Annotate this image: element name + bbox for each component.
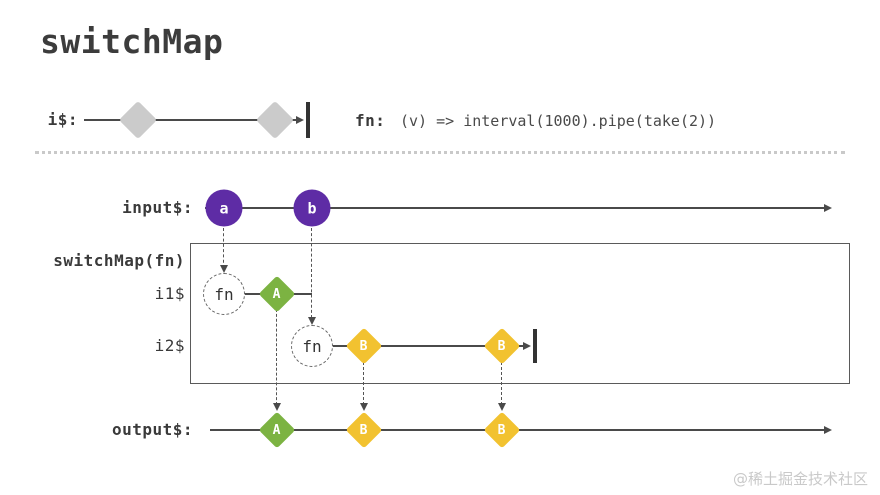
fn-code: (v) => interval(1000).pipe(take(2)) (400, 112, 717, 130)
arrow-down-icon (307, 317, 316, 325)
arrow-down-icon (219, 265, 228, 273)
source-stream-label: i$: (47, 110, 78, 129)
inner-stream-1-label: i1$ (154, 284, 185, 303)
dashed-connector-a-to-fn (223, 228, 224, 268)
fn-subscribe-circle-2: fn (291, 325, 333, 367)
output-marble-B1: B (345, 411, 383, 449)
dashed-connector-b-to-fn (311, 228, 312, 318)
page-title: switchMap (40, 22, 224, 61)
dashed-connector-A-to-output (276, 309, 277, 405)
marble-value: B (498, 338, 506, 354)
fn-subscribe-circle-1: fn (203, 273, 245, 315)
operator-box (190, 243, 850, 384)
fn-circle-label: fn (302, 336, 322, 356)
output-stream-label: output$: (111, 420, 193, 439)
input-stream-timeline (205, 207, 824, 209)
arrow-right-icon (824, 203, 832, 212)
marble-value: B (498, 422, 506, 438)
source-marble-1 (118, 100, 158, 140)
operator-box-label: switchMap(fn) (53, 251, 185, 270)
arrow-right-icon (523, 341, 531, 350)
marble-value: b (307, 199, 317, 217)
marble-value: B (360, 422, 368, 438)
input-stream-label: input$: (122, 198, 193, 217)
arrow-down-icon (497, 403, 506, 411)
marble-value: a (219, 199, 229, 217)
source-complete-bar (306, 102, 310, 138)
inner-stream-2-label: i2$ (154, 336, 185, 355)
marble-value: A (273, 422, 281, 438)
arrow-right-icon (296, 115, 304, 124)
output-marble-A: A (258, 411, 296, 449)
inner-stream-2-timeline (332, 345, 524, 347)
fn-label: fn: (355, 111, 386, 130)
arrow-right-icon (824, 425, 832, 434)
dashed-connector-B1-to-output (363, 362, 364, 405)
watermark: @稀土掘金技术社区 (732, 470, 868, 488)
arrow-down-icon (272, 403, 281, 411)
source-stream-timeline (84, 119, 296, 121)
input-marble-a: a (205, 189, 243, 227)
input-marble-b: b (293, 189, 331, 227)
output-marble-B2: B (483, 411, 521, 449)
dashed-connector-B2-to-output (501, 362, 502, 405)
arrow-down-icon (359, 403, 368, 411)
fn-circle-label: fn (214, 284, 234, 304)
dotted-divider (35, 151, 845, 154)
source-marble-2 (255, 100, 295, 140)
inner2-complete-bar (533, 329, 537, 363)
marble-value: A (273, 286, 281, 302)
marble-value: B (360, 338, 368, 354)
